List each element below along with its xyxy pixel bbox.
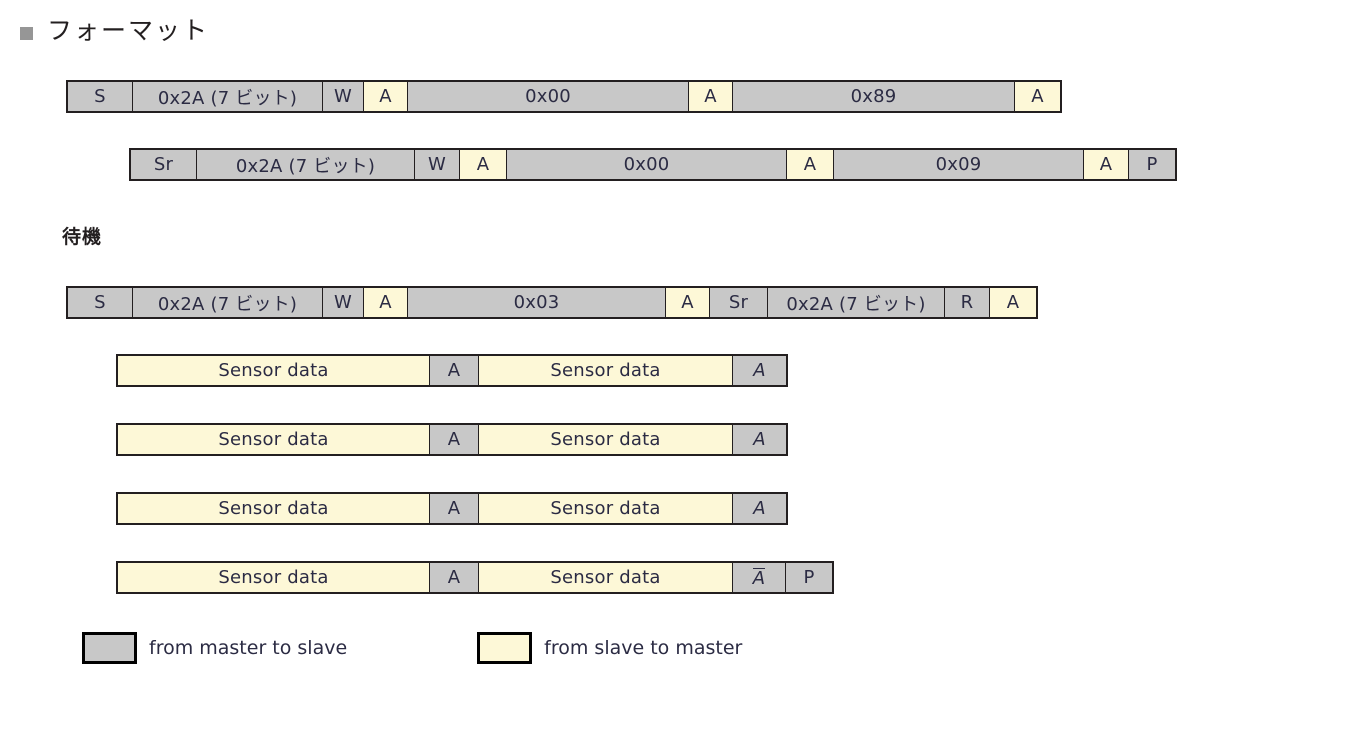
frame-cell: A (666, 288, 710, 317)
frame-cell: S (68, 82, 133, 111)
frame-cell: P (1129, 150, 1175, 179)
frame-cell: Sensor data (118, 494, 430, 523)
page-title: フォーマット (20, 18, 209, 43)
frame-cell: Sr (710, 288, 768, 317)
frame-cell: W (415, 150, 460, 179)
frame-cell: 0x00 (507, 150, 787, 179)
legend-swatch-slave-icon (477, 632, 533, 664)
frame-cell: P (786, 563, 832, 592)
frame-cell: A (990, 288, 1036, 317)
frame-cell: A (430, 563, 479, 592)
legend-label-slave: from slave to master (544, 637, 743, 659)
frame-cell: A (364, 82, 408, 111)
frame-cell: A (733, 494, 786, 523)
frame-cell: A (787, 150, 834, 179)
legend-item-master: from master to slave (82, 632, 347, 664)
frame-cell: A (733, 425, 786, 454)
frame-cell: A (689, 82, 733, 111)
legend-item-slave: from slave to master (477, 632, 742, 664)
legend-swatch-master-icon (82, 632, 137, 664)
frame-cell: 0x2A (7 ビット) (197, 150, 415, 179)
legend-label-master: from master to slave (149, 637, 348, 659)
frame-cell: W (323, 82, 364, 111)
legend: from master to slave from slave to maste… (82, 632, 742, 664)
frame-cell: A (1015, 82, 1060, 111)
frame-cell: A (460, 150, 507, 179)
frame-cell: Sensor data (118, 563, 430, 592)
frame-cell: W (323, 288, 364, 317)
frame-cell: A (364, 288, 408, 317)
frame-cell: A (430, 425, 479, 454)
frame-cell: Sensor data (479, 356, 733, 385)
frame-cell: 0x2A (7 ビット) (768, 288, 945, 317)
page-title-text: フォーマット (47, 16, 210, 45)
square-bullet-icon (20, 27, 33, 40)
frame-cell: 0x09 (834, 150, 1084, 179)
frame-cell: A (1084, 150, 1129, 179)
frame-cell: R (945, 288, 990, 317)
frame-cell: A (733, 563, 786, 592)
standby-label: 待機 (62, 226, 103, 248)
frame-cell: Sensor data (479, 563, 733, 592)
frame-cell: 0x2A (7 ビット) (133, 288, 323, 317)
frame-cell: 0x89 (733, 82, 1015, 111)
frame-cell: S (68, 288, 133, 317)
frame-cell: A (430, 356, 479, 385)
frame-cell: 0x2A (7 ビット) (133, 82, 323, 111)
frame-cell: 0x00 (408, 82, 689, 111)
frame-cell: Sensor data (479, 425, 733, 454)
frame-cell: A (733, 356, 786, 385)
frame-cell: Sensor data (118, 425, 430, 454)
frame-cell: A (430, 494, 479, 523)
frame-cell: Sensor data (118, 356, 430, 385)
frame-cell: Sr (131, 150, 197, 179)
frame-cell: 0x03 (408, 288, 666, 317)
frame-cell: Sensor data (479, 494, 733, 523)
